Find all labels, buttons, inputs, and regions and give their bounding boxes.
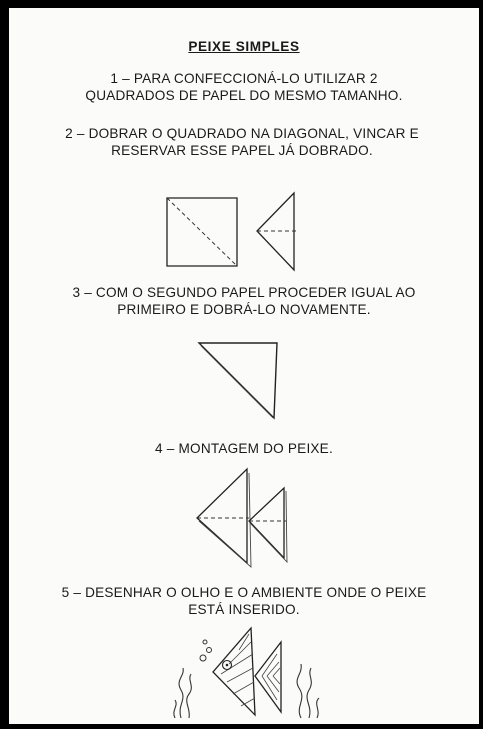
- bubble: [203, 640, 207, 644]
- document-title: PEIXE SIMPLES: [188, 39, 300, 54]
- instruction-sheet: PEIXE SIMPLES 1 – PARA CONFECCIONÁ-LO UT…: [9, 8, 479, 724]
- bubble: [200, 655, 206, 661]
- bubble: [207, 648, 212, 653]
- fish-tail-layer: [251, 491, 287, 562]
- step-2-text: 2 – DOBRAR O QUADRADO NA DIAGONAL, VINCA…: [65, 126, 419, 158]
- refolded-triangle-figure: [194, 338, 294, 428]
- folded-square-figure: [159, 193, 249, 273]
- decorated-fish-figure: [169, 620, 329, 720]
- step-5-text: 5 – DESENHAR O OLHO E O AMBIENTE ONDE O …: [61, 585, 427, 617]
- step-3-text: 3 – COM O SEGUNDO PAPEL PROCEDER IGUAL A…: [72, 285, 416, 317]
- step-4-text: 4 – MONTAGEM DO PEIXE.: [155, 441, 333, 456]
- fish-tail-stripes: [262, 654, 280, 700]
- seaweed-left: [174, 668, 191, 718]
- fish-tail-triangle: [249, 488, 284, 558]
- fish-assembly-figure: [189, 463, 309, 573]
- folded-triangle-figure: [249, 188, 309, 278]
- paper-square: [167, 198, 237, 266]
- fish-body-layer: [199, 473, 251, 567]
- fish-eye: [223, 661, 232, 670]
- fish-tail: [255, 642, 281, 712]
- seaweed-right: [297, 664, 319, 718]
- diagonal-crease: [167, 198, 237, 266]
- step-1-text: 1 – PARA CONFECCIONÁ-LO UTILIZAR 2 QUADR…: [85, 71, 403, 103]
- triangle-edge-shadow: [201, 346, 273, 418]
- paper-triangle-folded: [199, 343, 277, 418]
- fish-pupil: [225, 663, 229, 667]
- fish-body-triangle: [197, 469, 247, 563]
- fish-body-stripes: [221, 634, 255, 706]
